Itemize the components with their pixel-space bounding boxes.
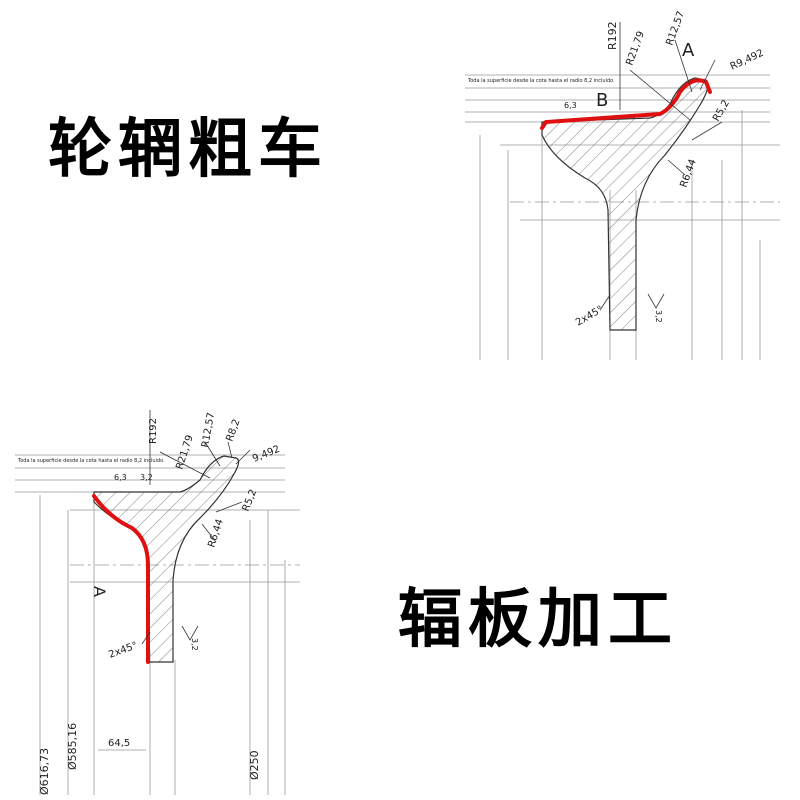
- label-a: A: [90, 586, 109, 597]
- dim-diameter-58516: Ø585,16: [66, 723, 79, 770]
- drawing-rim-profile: Toda la superficie desde la cota hasta e…: [465, 10, 780, 360]
- dim-r1257: R12,57: [200, 412, 217, 449]
- label-a: A: [682, 40, 695, 61]
- dim-r9492: R9,492: [729, 48, 766, 73]
- web-section: [93, 455, 240, 663]
- dim-width-645: 64,5: [108, 738, 130, 749]
- dim-r644: R6,44: [678, 158, 698, 189]
- dim-diameter-250: Ø250: [248, 750, 261, 780]
- label-b: B: [596, 90, 608, 111]
- title-web-machining: 辐板加工: [398, 583, 678, 657]
- roughness-32-web: 3,2: [190, 638, 199, 651]
- dim-r192: R192: [606, 21, 619, 50]
- note-text: Toda la superficie desde la cota hasta e…: [17, 458, 165, 464]
- roughness-symbol: [647, 293, 665, 309]
- highlight-rim-surface: [540, 78, 712, 130]
- dim-chamfer: 2x45°: [574, 304, 605, 329]
- dimension-leaders: [141, 410, 251, 645]
- title-rim-rough-turning: 轮辋粗车: [48, 113, 328, 187]
- dim-r9492: 9,492: [251, 444, 282, 465]
- note-text: Toda la superficie desde la cota hasta e…: [467, 78, 615, 84]
- roughness-32: 3,2: [654, 310, 663, 323]
- dim-r52: R5,2: [711, 98, 732, 123]
- roughness-63: 6,3: [564, 101, 577, 110]
- roughness-63: 6,3: [114, 473, 127, 482]
- dimension-leaders: [599, 22, 723, 311]
- dim-r192: R192: [148, 418, 159, 444]
- roughness-symbol: [181, 625, 199, 641]
- roughness-32-top: 3,2: [140, 473, 153, 482]
- dim-diameter-61673: Ø616,73: [38, 748, 51, 795]
- dim-chamfer: 2x45°: [107, 640, 139, 661]
- drawing-web-profile: Toda la superficie desde la cota hasta e…: [15, 410, 300, 795]
- dim-r2179: R21,79: [174, 434, 195, 471]
- highlight-web-surface: [92, 494, 150, 664]
- dim-r2179: R21,79: [624, 30, 647, 67]
- dim-r82: R8,2: [224, 418, 242, 443]
- rim-section: [541, 77, 709, 331]
